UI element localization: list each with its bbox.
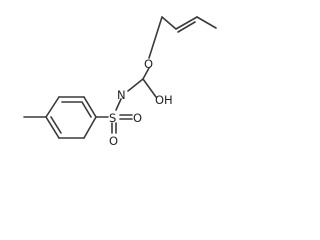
bond-c4-o — [148, 16, 163, 59]
bond-c3-c4 — [161, 16, 177, 30]
bond-o-c — [142, 67, 150, 80]
ring-bond-3 — [45, 96, 60, 118]
ring-bond-6 — [83, 116, 97, 139]
bond-c2-c3-double-inner — [177, 21, 196, 33]
bond-c-oh — [142, 78, 157, 98]
structure-diagram: O OH N S O O — [23, 16, 217, 148]
bond-n-s — [115, 98, 122, 111]
atom-sulfonyl-oxygen-right: O — [133, 111, 142, 125]
atom-sulfur: S — [109, 111, 116, 125]
ring-bond-4 — [45, 116, 60, 139]
ring-bond-1 — [83, 96, 97, 118]
atom-nitrogen: N — [117, 88, 126, 102]
atom-sulfonyl-oxygen-bottom: O — [109, 134, 118, 148]
bond-c2-c3-double — [175, 16, 198, 30]
bond-c-n — [127, 78, 144, 92]
ring-inner-2 — [50, 116, 62, 134]
atom-ester-oxygen: O — [144, 57, 153, 71]
bond-c1-c2 — [196, 16, 217, 29]
atom-hydroxyl: OH — [155, 93, 173, 107]
ring-inner-1 — [81, 101, 92, 118]
